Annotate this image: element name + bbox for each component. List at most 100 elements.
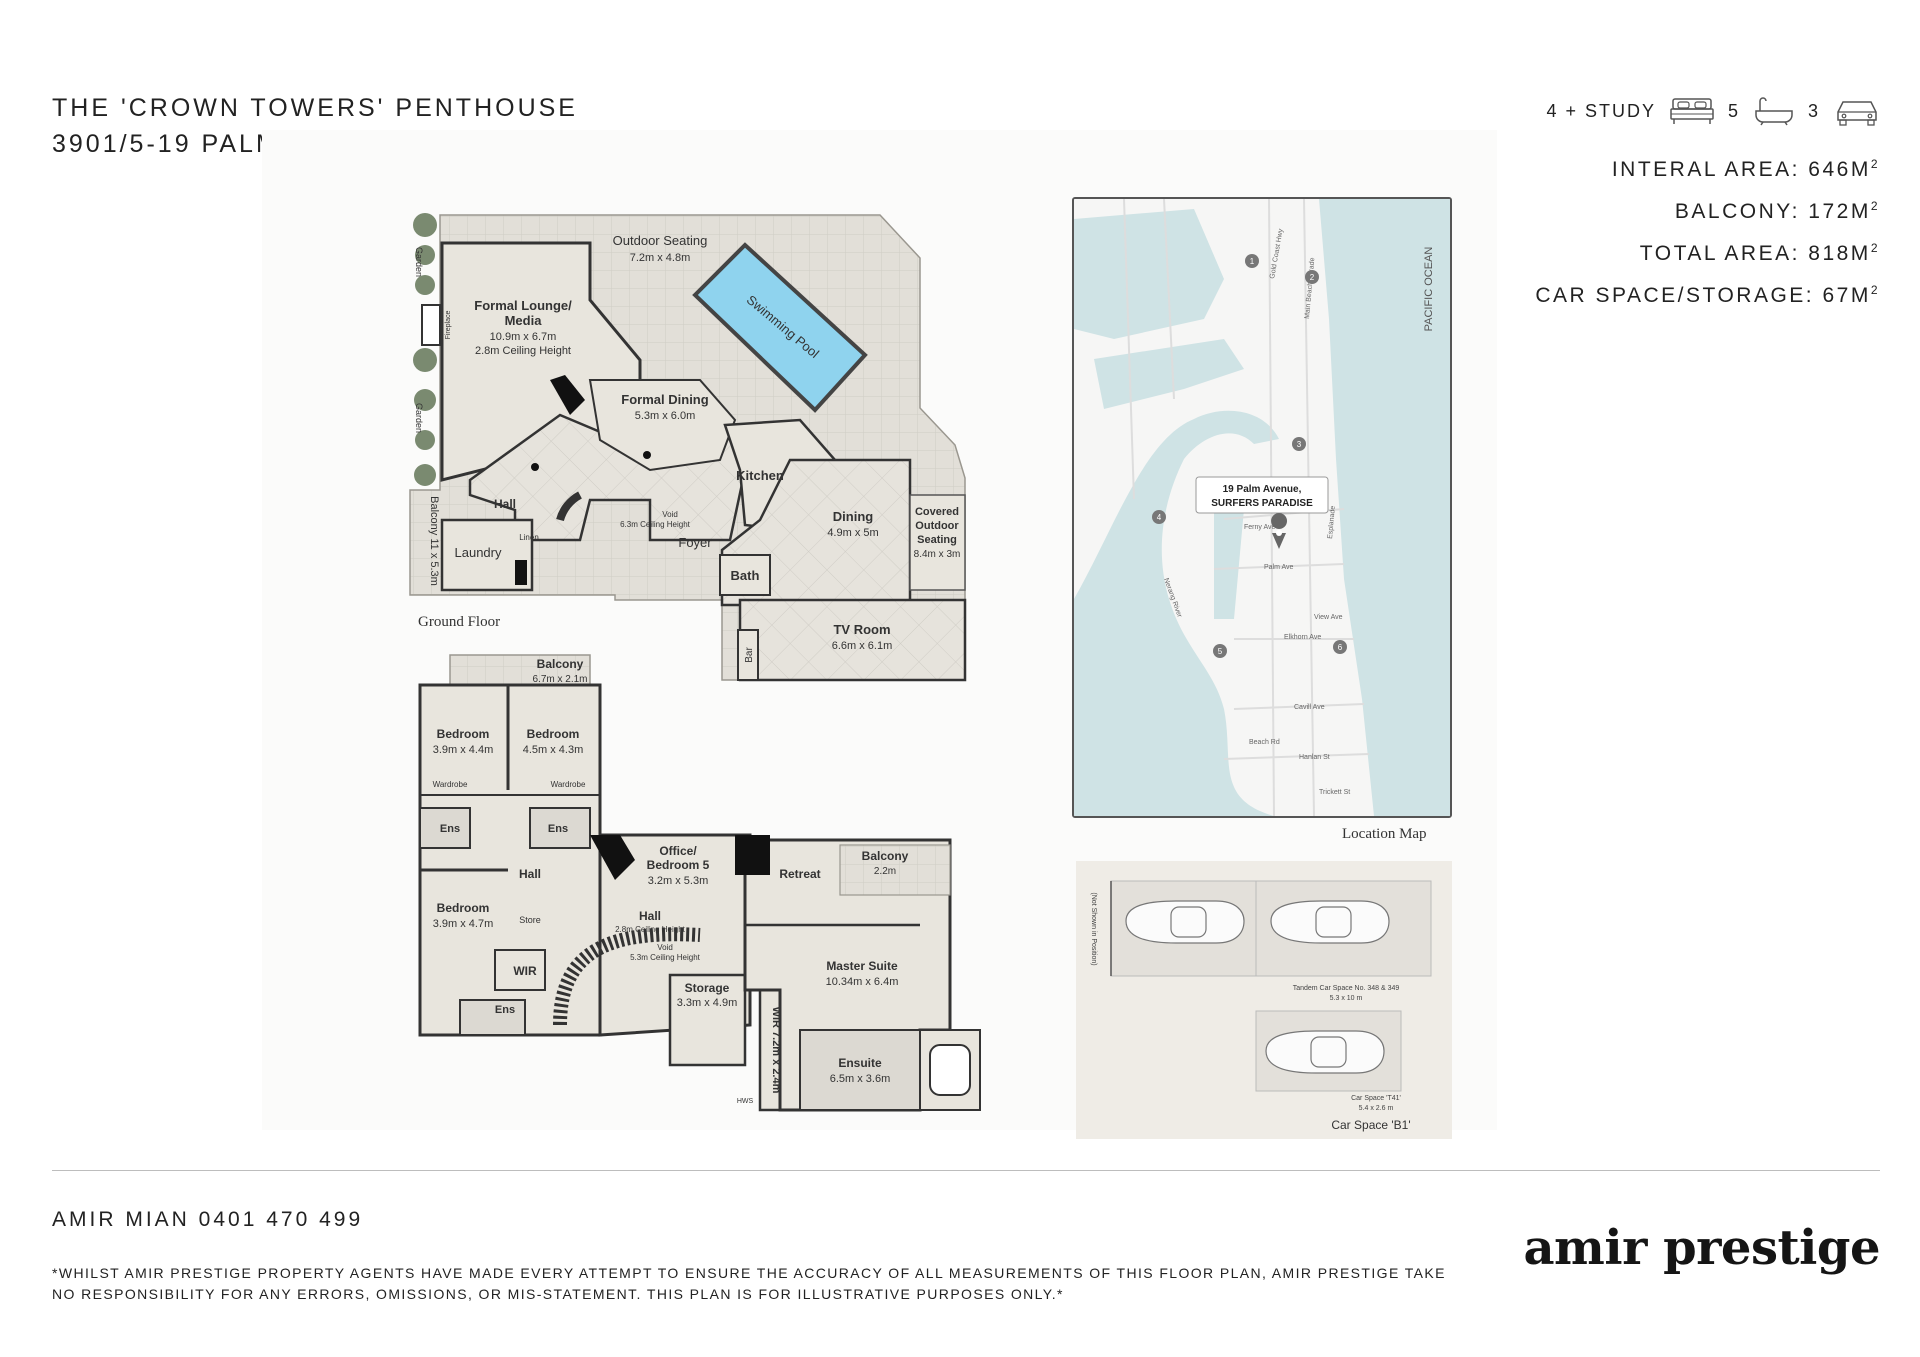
label-covered-2: Outdoor [915, 520, 959, 532]
label-covered-dim: 8.4m x 3m [914, 549, 961, 560]
label-bed-1: Bedroom [437, 727, 490, 741]
car-icon [1837, 101, 1877, 126]
label-master: Master Suite [826, 959, 898, 973]
svg-text:2: 2 [1310, 273, 1315, 282]
ground-floor-plan: Outdoor Seating 7.2m x 4.8m Swimming Poo… [409, 213, 967, 682]
street-esplanade: Esplanade [1327, 506, 1337, 540]
nerang-river [1074, 410, 1279, 816]
property-specs: 4 + STUDY 5 3 [1546, 96, 1880, 126]
wir-room [494, 949, 546, 991]
total-area: TOTAL AREA: 818M2 [1639, 241, 1880, 265]
car-2 [1270, 900, 1390, 944]
bar-area [737, 629, 759, 681]
label-lounge-2: Media [505, 313, 543, 328]
label-hall-2-ceiling: 2.8m Ceiling Height [615, 925, 686, 934]
ground-floor-caption: Ground Floor [418, 614, 501, 630]
label-retreat: Retreat [779, 867, 820, 881]
label-office-dim: 3.2m x 5.3m [648, 875, 709, 887]
bath-icon [1755, 97, 1793, 126]
label-tv-room: TV Room [833, 622, 890, 637]
label-formal-dining: Formal Dining [621, 392, 708, 407]
label-master-balcony-dim: 2.2m [874, 866, 896, 877]
label-ens-1: Ens [440, 823, 460, 835]
property-location-pin[interactable]: 19 Palm Avenue, SURFERS PARADISE [1195, 476, 1329, 549]
label-dining: Dining [833, 509, 873, 524]
internal-area: INTERAL AREA: 646M2 [1611, 157, 1880, 181]
svg-text:1: 1 [1250, 257, 1255, 266]
label-hall-2: Hall [639, 909, 661, 923]
ens-2 [529, 807, 591, 849]
balcony-area: BALCONY: 172M2 [1674, 199, 1880, 223]
map-marker-6[interactable]: 6 [1333, 640, 1347, 654]
car-1 [1125, 900, 1245, 944]
label-bed-2-dim: 4.5m x 4.3m [523, 744, 584, 756]
label-ens-2: Ens [548, 823, 568, 835]
map-marker-5[interactable]: 5 [1213, 644, 1227, 658]
label-wir: WIR [513, 964, 537, 978]
disclaimer-text: *WHILST AMIR PRESTIGE PROPERTY AGENTS HA… [52, 1265, 1446, 1302]
master-balcony [839, 844, 951, 896]
street-hanlan: Hanlan St [1299, 754, 1330, 761]
label-office-2: Bedroom 5 [647, 858, 710, 872]
upper-stairs [553, 927, 701, 1026]
street-trickett: Trickett St [1319, 789, 1350, 796]
label-ensuite-dim: 6.5m x 3.6m [830, 1073, 891, 1085]
label-bed-2: Bedroom [527, 727, 580, 741]
svg-text:4: 4 [1157, 513, 1162, 522]
label-not-shown: (Not Shown in Position) [1090, 892, 1097, 965]
title-line-1: THE 'CROWN TOWERS' PENTHOUSE [52, 94, 578, 122]
label-fireplace: Fireplace [445, 311, 452, 340]
street-beach: Beach Rd [1249, 739, 1280, 746]
area-summary: INTERAL AREA: 646M2 BALCONY: 172M2 TOTAL… [1535, 146, 1880, 314]
svg-text:5: 5 [1218, 647, 1223, 656]
swimming-pool [692, 242, 868, 413]
label-kitchen: Kitchen [736, 468, 784, 483]
map-marker-1[interactable]: 1 [1245, 254, 1259, 268]
label-side-balcony: Balcony 11 x 5.3m [428, 496, 440, 586]
label-single: Car Space 'T41' [1351, 1095, 1401, 1102]
pin-label-2: SURFERS PARADISE [1211, 498, 1313, 509]
label-hall-1: Hall [519, 867, 541, 881]
bathtub [929, 1044, 971, 1096]
label-garden-1: Garden [414, 247, 424, 277]
map-marker-2[interactable]: 2 [1305, 270, 1319, 284]
label-laundry: Laundry [455, 545, 502, 560]
map-marker-4[interactable]: 4 [1152, 510, 1166, 524]
label-upper-balcony-dim: 6.7m x 2.1m [532, 674, 587, 685]
bed-icon [1670, 98, 1714, 124]
storage-room [668, 973, 747, 1067]
label-void: Void [662, 510, 678, 519]
label-upper-void-ceiling: 5.3m Ceiling Height [630, 953, 701, 962]
label-single-dim: 5.4 x 2.6 m [1359, 1105, 1394, 1112]
label-bed-3-dim: 3.9m x 4.7m [433, 918, 494, 930]
covered-outdoor [909, 494, 966, 591]
label-store: Store [519, 915, 541, 925]
label-lounge: Formal Lounge/ [474, 298, 572, 313]
location-map-caption: Location Map [1342, 826, 1427, 842]
label-covered-3: Seating [917, 534, 957, 546]
car-space-plan: (Not Shown in Position) Tandem Car Space… [1076, 861, 1452, 1139]
garden-plants [413, 213, 437, 486]
upper-floor-plan: Balcony 6.7m x 2.1m Bedroom 3.9m x 4.4m … [418, 654, 981, 1112]
car-spaces-count: 3 [1807, 100, 1820, 121]
label-dining-dim: 4.9m x 5m [827, 527, 878, 539]
label-lounge-dim: 10.9m x 6.7m [490, 331, 557, 343]
label-hall: Hall [494, 497, 516, 511]
label-bed-3: Bedroom [437, 901, 490, 915]
map-marker-3[interactable]: 3 [1292, 437, 1306, 451]
ens-1 [419, 807, 471, 849]
location-map[interactable]: Gold Coast Hwy Main Beach Parade Ferny A… [1072, 197, 1452, 818]
label-bath: Bath [731, 568, 760, 583]
car-space-caption: Car Space 'B1' [1331, 1118, 1410, 1132]
label-master-dim: 10.34m x 6.4m [826, 976, 899, 988]
upper-balcony [449, 654, 591, 686]
agent-contact[interactable]: AMIR MIAN 0401 470 499 [52, 1208, 364, 1231]
bedrooms-count: 4 + STUDY [1546, 100, 1656, 121]
label-master-wir: WIR 7.2m x 2.4m [770, 1007, 782, 1094]
svg-text:6: 6 [1338, 643, 1343, 652]
street-palm: Palm Ave [1264, 564, 1294, 571]
street-cavill: Cavill Ave [1294, 704, 1325, 711]
label-garden-2: Garden [414, 403, 424, 433]
street-elkhorn: Elkhorn Ave [1284, 634, 1321, 641]
